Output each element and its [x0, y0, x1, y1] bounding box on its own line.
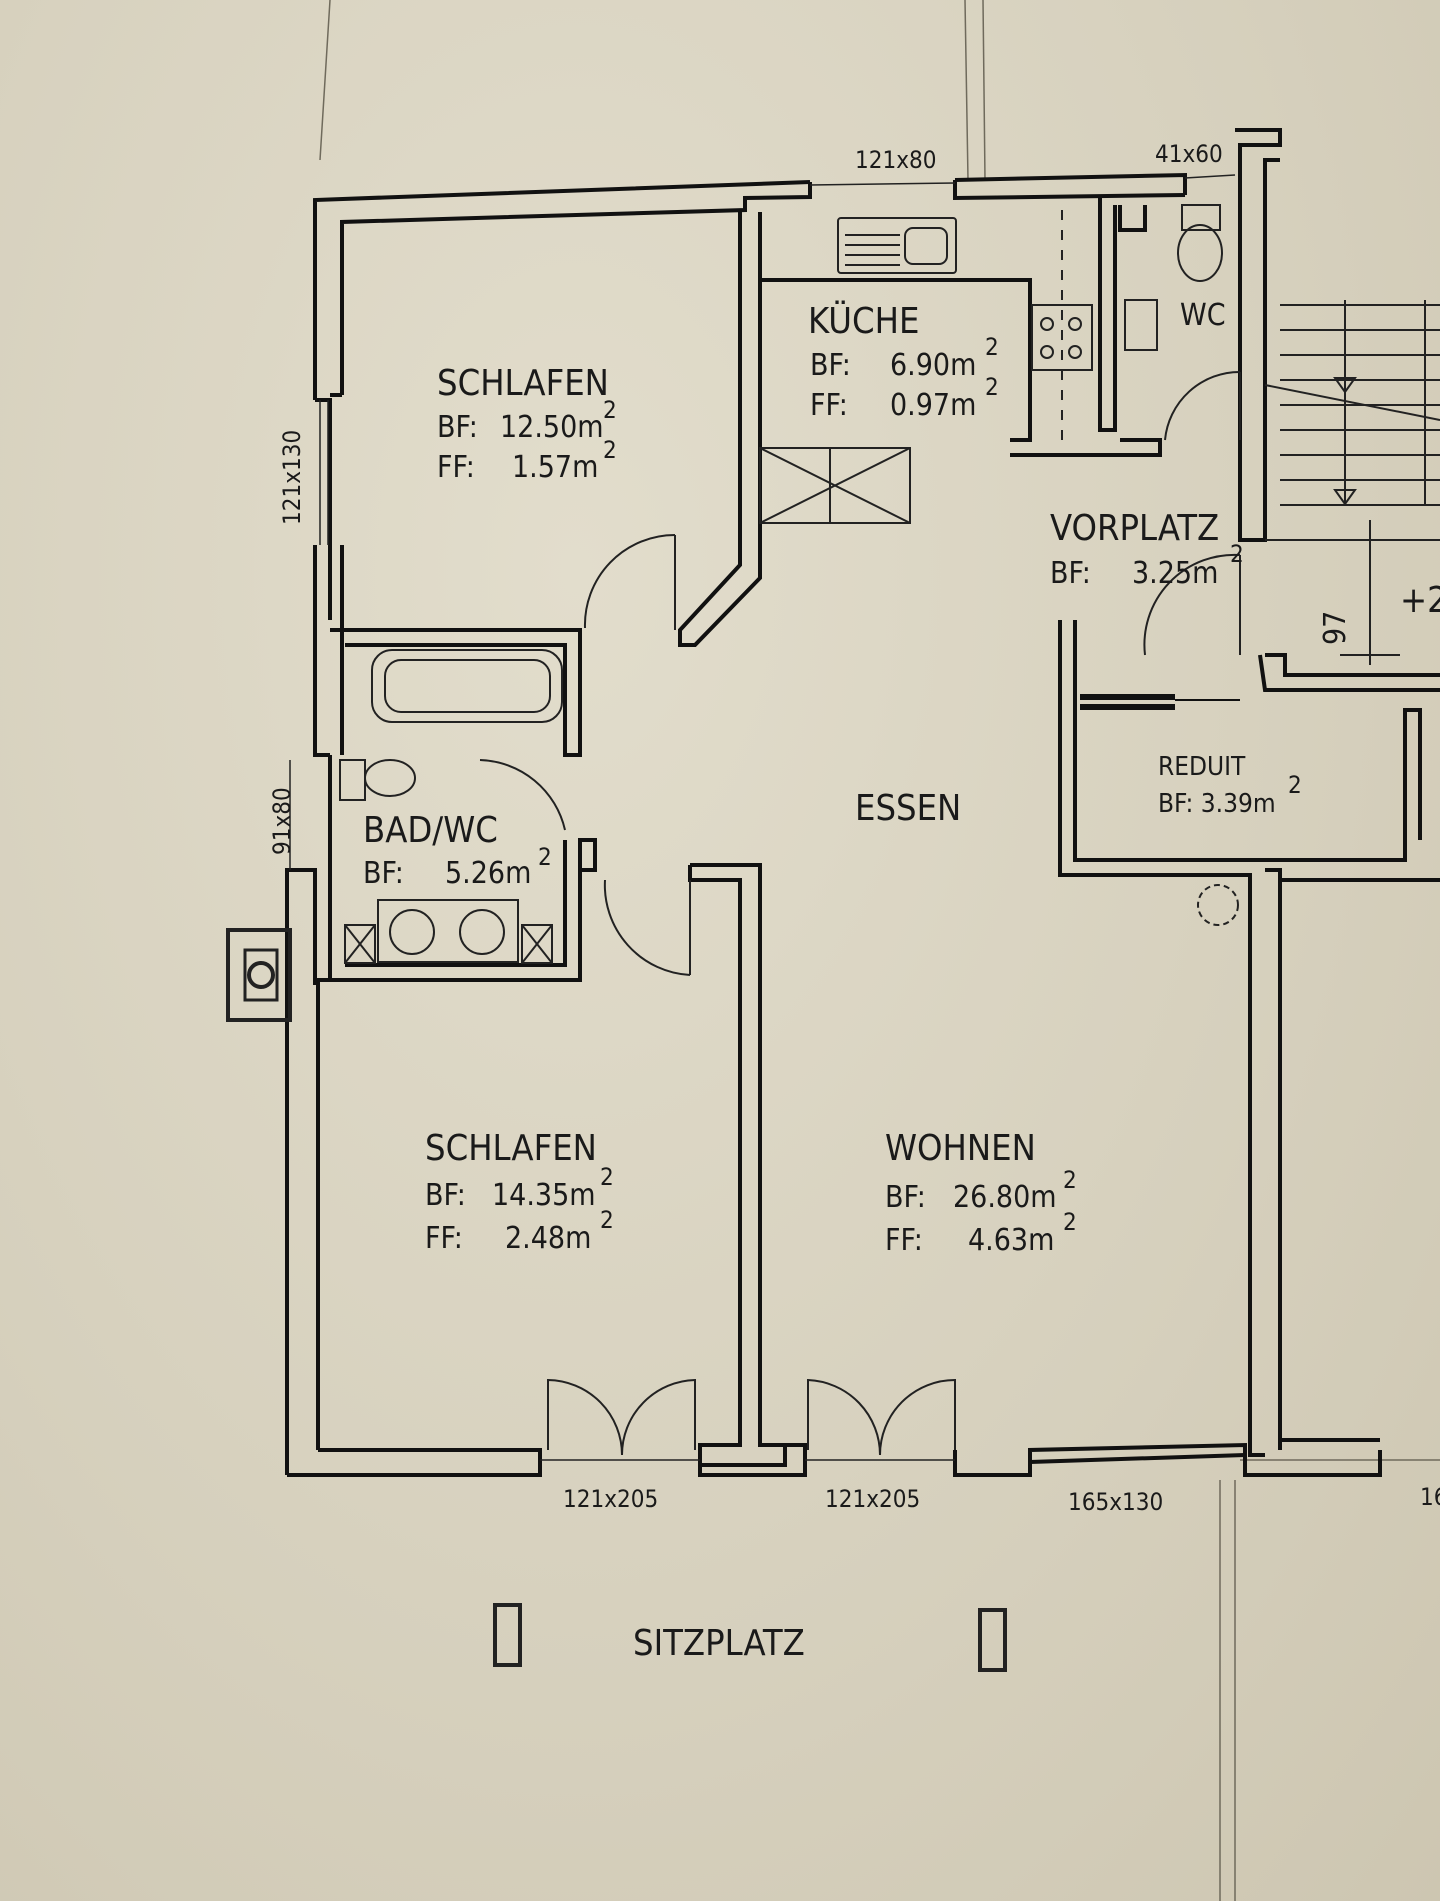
room-vorplatz-name: VORPLATZ — [1050, 508, 1219, 549]
room-reduit-bf: BF: 3.39m — [1158, 789, 1276, 819]
fixtures — [226, 204, 1440, 1672]
sup: 2 — [985, 333, 999, 361]
dimension-window-left-bath: 91x80 — [268, 787, 296, 855]
sup: 2 — [1288, 771, 1302, 799]
stair-dimension-97: 97 — [1318, 611, 1353, 645]
room-schlafen-2-ff: 2.48m — [505, 1221, 591, 1256]
dimension-window-top-wc: 41x60 — [1155, 140, 1223, 168]
room-bad-wc-name: BAD/WC — [363, 810, 498, 851]
construction-lines — [319, 0, 1440, 1901]
windows — [289, 174, 1236, 1461]
wc-toilet — [1177, 224, 1223, 282]
area-sitzplatz-name: SITZPLATZ — [633, 1623, 805, 1664]
post-left — [493, 1603, 522, 1667]
room-schlafen-2-bf: 14.35m — [492, 1178, 596, 1213]
kitchen-sink — [837, 217, 957, 274]
room-schlafen-1-ff-label: FF: — [437, 450, 475, 485]
room-schlafen-1-ff: 1.57m — [512, 450, 598, 485]
sup: 2 — [603, 396, 617, 424]
dimension-window-left-top: 121x130 — [278, 430, 306, 525]
sup: 2 — [600, 1163, 614, 1191]
room-bad-wc-bf-label: BF: — [363, 856, 404, 891]
room-wohnen-bf: 26.80m — [953, 1180, 1057, 1215]
post-right — [978, 1608, 1007, 1672]
dimension-door-schlafen: 121x205 — [563, 1485, 658, 1513]
sup: 2 — [600, 1206, 614, 1234]
room-essen-name: ESSEN — [855, 788, 961, 829]
room-schlafen-1-bf-label: BF: — [437, 410, 478, 445]
sup: 2 — [1230, 540, 1244, 568]
walls — [285, 128, 1440, 1477]
dimension-window-top-kitchen: 121x80 — [855, 146, 936, 174]
bathtub — [371, 649, 563, 723]
room-kueche-name: KÜCHE — [808, 300, 919, 342]
sup: 2 — [538, 843, 552, 871]
dimension-cut-off: 16 — [1420, 1483, 1440, 1511]
doors — [479, 370, 1241, 1456]
room-wohnen-bf-label: BF: — [885, 1180, 926, 1215]
room-schlafen-2-name: SCHLAFEN — [425, 1128, 597, 1169]
room-schlafen-2-ff-label: FF: — [425, 1221, 463, 1256]
room-reduit-name: REDUIT — [1158, 752, 1246, 782]
room-wc-name: WC — [1180, 298, 1226, 333]
wc-basin — [1124, 299, 1158, 351]
dimension-door-wohnen: 121x205 — [825, 1485, 920, 1513]
bath-basins — [377, 899, 519, 963]
room-vorplatz-bf: 3.25m — [1132, 556, 1218, 591]
kitchen-cabinets — [759, 447, 911, 524]
chimney — [226, 928, 292, 1022]
dimension-window-wohnen: 165x130 — [1068, 1488, 1163, 1516]
room-kueche-ff-label: FF: — [810, 388, 848, 423]
plant — [1197, 884, 1239, 926]
sup: 2 — [1063, 1166, 1077, 1194]
room-schlafen-1-name: SCHLAFEN — [437, 363, 609, 404]
room-wohnen-name: WOHNEN — [885, 1128, 1036, 1169]
room-kueche-ff: 0.97m — [890, 388, 976, 423]
room-kueche-bf-label: BF: — [810, 348, 851, 383]
stair-level-marker: +2 — [1400, 580, 1440, 621]
staircase — [1264, 300, 1440, 665]
room-wohnen-ff: 4.63m — [968, 1223, 1054, 1258]
room-wohnen-ff-label: FF: — [885, 1223, 923, 1258]
bath-toilet — [364, 759, 416, 797]
room-vorplatz-bf-label: BF: — [1050, 556, 1091, 591]
sup: 2 — [985, 373, 999, 401]
room-kueche-bf: 6.90m — [890, 348, 976, 383]
sup: 2 — [603, 436, 617, 464]
room-bad-wc-bf: 5.26m — [445, 856, 531, 891]
sup: 2 — [1063, 1208, 1077, 1236]
room-schlafen-1-bf: 12.50m — [500, 410, 604, 445]
room-schlafen-2-bf-label: BF: — [425, 1178, 466, 1213]
